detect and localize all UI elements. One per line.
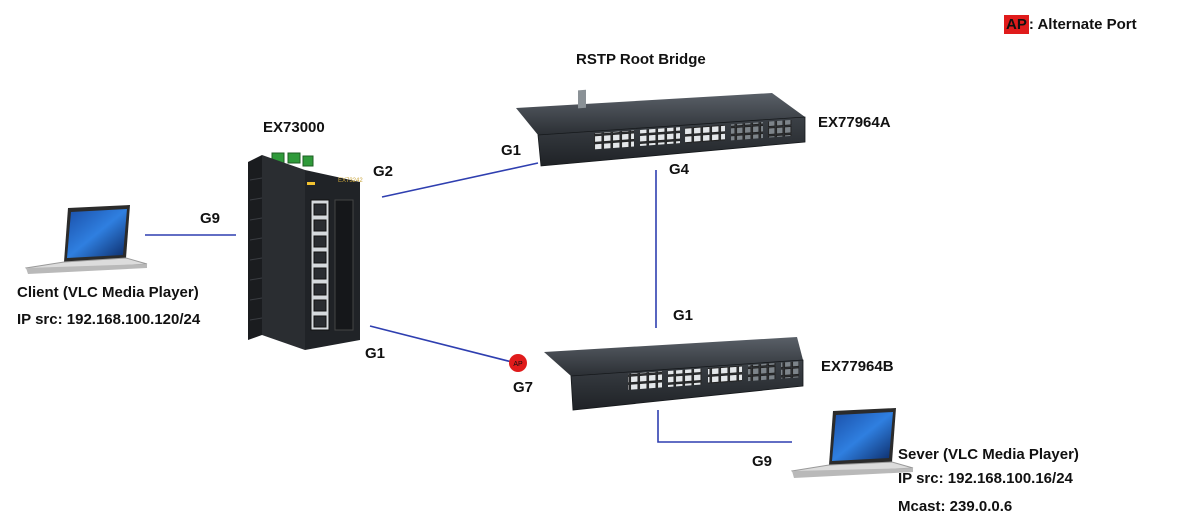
port-label-b-g7: G7: [513, 379, 534, 396]
client-name: Client (VLC Media Player): [17, 284, 199, 301]
port-label-b-g1: G1: [673, 307, 694, 324]
server-laptop-icon: [790, 408, 914, 478]
ex73000-label: EX73000: [263, 119, 325, 136]
client-laptop-icon: [24, 205, 148, 274]
ex77964a-label: EX77964A: [818, 114, 891, 131]
port-label-b-g9: G9: [752, 453, 773, 470]
link-ex73000-b: [369, 325, 513, 363]
port-label-root-g1: G1: [501, 142, 522, 159]
port-label-root-g4: G4: [669, 161, 690, 178]
server-name: Sever (VLC Media Player): [898, 446, 1079, 463]
link-b-server: [657, 410, 792, 443]
ex77964b-label: EX77964B: [821, 358, 894, 375]
server-mcast: Mcast: 239.0.0.6: [898, 498, 1013, 515]
links: [145, 162, 792, 443]
port-label-client-g9: G9: [200, 210, 221, 227]
ex73000-panel-text: EX73242: [338, 178, 363, 184]
root-bridge-title: RSTP Root Bridge: [576, 51, 706, 68]
switch-ex73000: EX73242: [248, 152, 363, 350]
port-label-ex73000-g1: G1: [365, 345, 386, 362]
client-ip: IP src: 192.168.100.120/24: [17, 311, 201, 328]
link-ex73000-root: [381, 162, 539, 198]
port-label-ex73000-g2: G2: [373, 163, 394, 180]
switch-ex77964b: [544, 337, 804, 411]
switch-ex77964a: [516, 89, 806, 167]
ap-marker-text: AP: [513, 361, 523, 368]
server-ip: IP src: 192.168.100.16/24: [898, 470, 1073, 487]
legend-text: : Alternate Port: [1028, 16, 1137, 33]
alternate-port-marker: AP: [509, 354, 527, 372]
alternate-port-badge: AP: [1004, 15, 1029, 34]
legend: AP: Alternate Port: [1004, 15, 1137, 34]
